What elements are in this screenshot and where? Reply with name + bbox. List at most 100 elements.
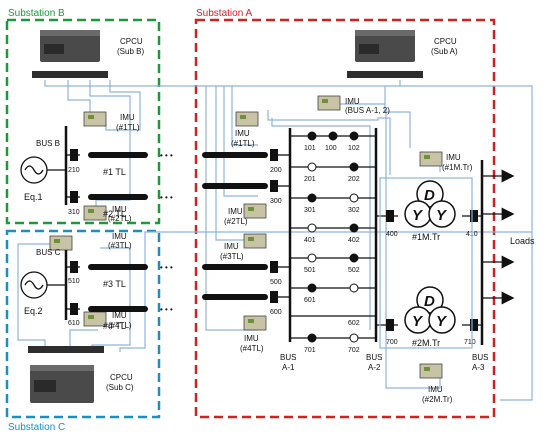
transmission-lines-left: [70, 149, 148, 315]
breaker-200-label: 200: [270, 167, 282, 174]
breaker-502: [349, 253, 359, 263]
tl4-label: #4 TL: [103, 321, 126, 331]
cpcu-label: CPCU: [434, 37, 457, 46]
wye-winding-label: Y: [436, 207, 448, 224]
imu-label-sub: (#4TL): [108, 321, 132, 330]
substation-b-box: [5, 18, 161, 225]
breaker-label: 401: [304, 237, 316, 244]
line-continuation: • • •: [160, 305, 173, 314]
communication-network: [17, 80, 533, 401]
imu-label-sub: (#1TL): [231, 139, 255, 148]
breaker-601: [307, 283, 317, 293]
imu-board-icon: [419, 151, 443, 167]
cpcu-sub-a: CPCU (Sub A): [347, 30, 458, 78]
breaker-label: 101: [304, 145, 316, 152]
left-substations-circuit: [20, 126, 80, 320]
breaker-label: 301: [304, 207, 316, 214]
line-continuation: • • •: [160, 193, 173, 202]
imu-label-sub: (#3TL): [108, 241, 132, 250]
bus-c-label: BUS C: [36, 248, 61, 257]
breaker-401: [307, 223, 317, 233]
bus-b-label: BUS B: [36, 139, 60, 148]
substation-a-title: Substation A: [196, 8, 252, 19]
bus-a1-label-sub: A-1: [282, 363, 295, 372]
imu-label: IMU: [428, 385, 443, 394]
breaker-201: [307, 162, 317, 172]
bus-a3-label-sub: A-3: [472, 363, 485, 372]
line-continuation: • • •: [160, 151, 173, 160]
breaker-label: 602: [348, 320, 360, 327]
imu-devices: [49, 95, 443, 379]
eq2-label: Eq.2: [24, 306, 43, 316]
wye-winding-label: Y: [412, 313, 424, 330]
imu-board-icon: [419, 363, 443, 379]
transmission-lines-right: [202, 149, 278, 303]
tl3-label: #3 TL: [103, 279, 126, 289]
imu-label-sub: (#2M.Tr): [422, 395, 453, 404]
breaker-210-label: 210: [68, 167, 80, 174]
breaker-700: [386, 319, 394, 331]
breaker-302: [349, 193, 359, 203]
transformer-1: D Y Y #1M.Tr: [404, 180, 456, 242]
cpcu-sub-b: CPCU (Sub B): [32, 30, 144, 78]
breaker-610-label: 610: [68, 320, 80, 327]
network-switch-icon: [347, 71, 423, 78]
breaker-510-label: 510: [68, 278, 80, 285]
imu-board-icon: [243, 233, 267, 249]
imu-label: IMU: [228, 207, 243, 216]
cpcu-sub-c: CPCU (Sub C): [28, 346, 134, 403]
imu-label: IMU: [244, 334, 259, 343]
loads-label: Loads: [510, 236, 535, 246]
breaker-300-label: 300: [270, 198, 282, 205]
imu-label: IMU: [112, 311, 127, 320]
wye-winding-label: Y: [436, 313, 448, 330]
bus-a1-label: BUS: [280, 353, 296, 362]
breakers-a: [307, 131, 359, 343]
network-switch-icon: [28, 346, 104, 353]
breaker-101: [307, 131, 317, 141]
transformer-area: [379, 177, 473, 349]
breaker-500-label: 500: [270, 279, 282, 286]
breakers-square: [386, 210, 478, 331]
breaker-402: [349, 223, 359, 233]
breaker-400: [386, 210, 394, 222]
imu-label-sub: (#1M.Tr): [442, 163, 473, 172]
cpcu-label: CPCU: [120, 37, 143, 46]
breaker-label: 700: [386, 339, 398, 346]
imu-label-sub: (BUS A-1, 2): [345, 106, 390, 115]
imu-label: IMU: [224, 242, 239, 251]
delta-winding-label: D: [424, 293, 435, 310]
delta-winding-label: D: [424, 187, 435, 204]
breaker-label: 202: [348, 176, 360, 183]
breaker-label: 400: [386, 231, 398, 238]
breaker-301: [307, 193, 317, 203]
imu-board-icon: [243, 315, 267, 331]
substation-b-title: Substation B: [8, 8, 65, 19]
breaker-410: [470, 210, 478, 222]
breaker-label: 501: [304, 267, 316, 274]
imu-board-icon: [317, 95, 341, 111]
bus-a2-label: BUS: [366, 353, 382, 362]
breaker-label: 702: [348, 347, 360, 354]
breaker-label: 100: [325, 145, 337, 152]
imu-label: IMU: [235, 129, 250, 138]
transformer-2-label: #2M.Tr: [412, 338, 440, 348]
eq1-label: Eq.1: [24, 192, 43, 202]
transformer-2: D Y Y #2M.Tr: [404, 286, 456, 348]
breaker-310-label: 310: [68, 209, 80, 216]
imu-label-sub: (#4TL): [240, 344, 264, 353]
substation-a-box: [194, 18, 496, 419]
breaker-702: [349, 333, 359, 343]
imu-label-sub: (#1TL): [116, 123, 140, 132]
breaker-label: 710: [464, 339, 476, 346]
imu-board-icon: [235, 111, 259, 127]
cpcu-sublabel: (Sub B): [117, 47, 144, 56]
breaker-label: 102: [348, 145, 360, 152]
imu-label: IMU: [112, 232, 127, 241]
bus-a2-label-sub: A-2: [368, 363, 381, 372]
cpcu-label: CPCU: [110, 373, 133, 382]
breaker-label: 601: [304, 297, 316, 304]
breaker-label: 402: [348, 237, 360, 244]
